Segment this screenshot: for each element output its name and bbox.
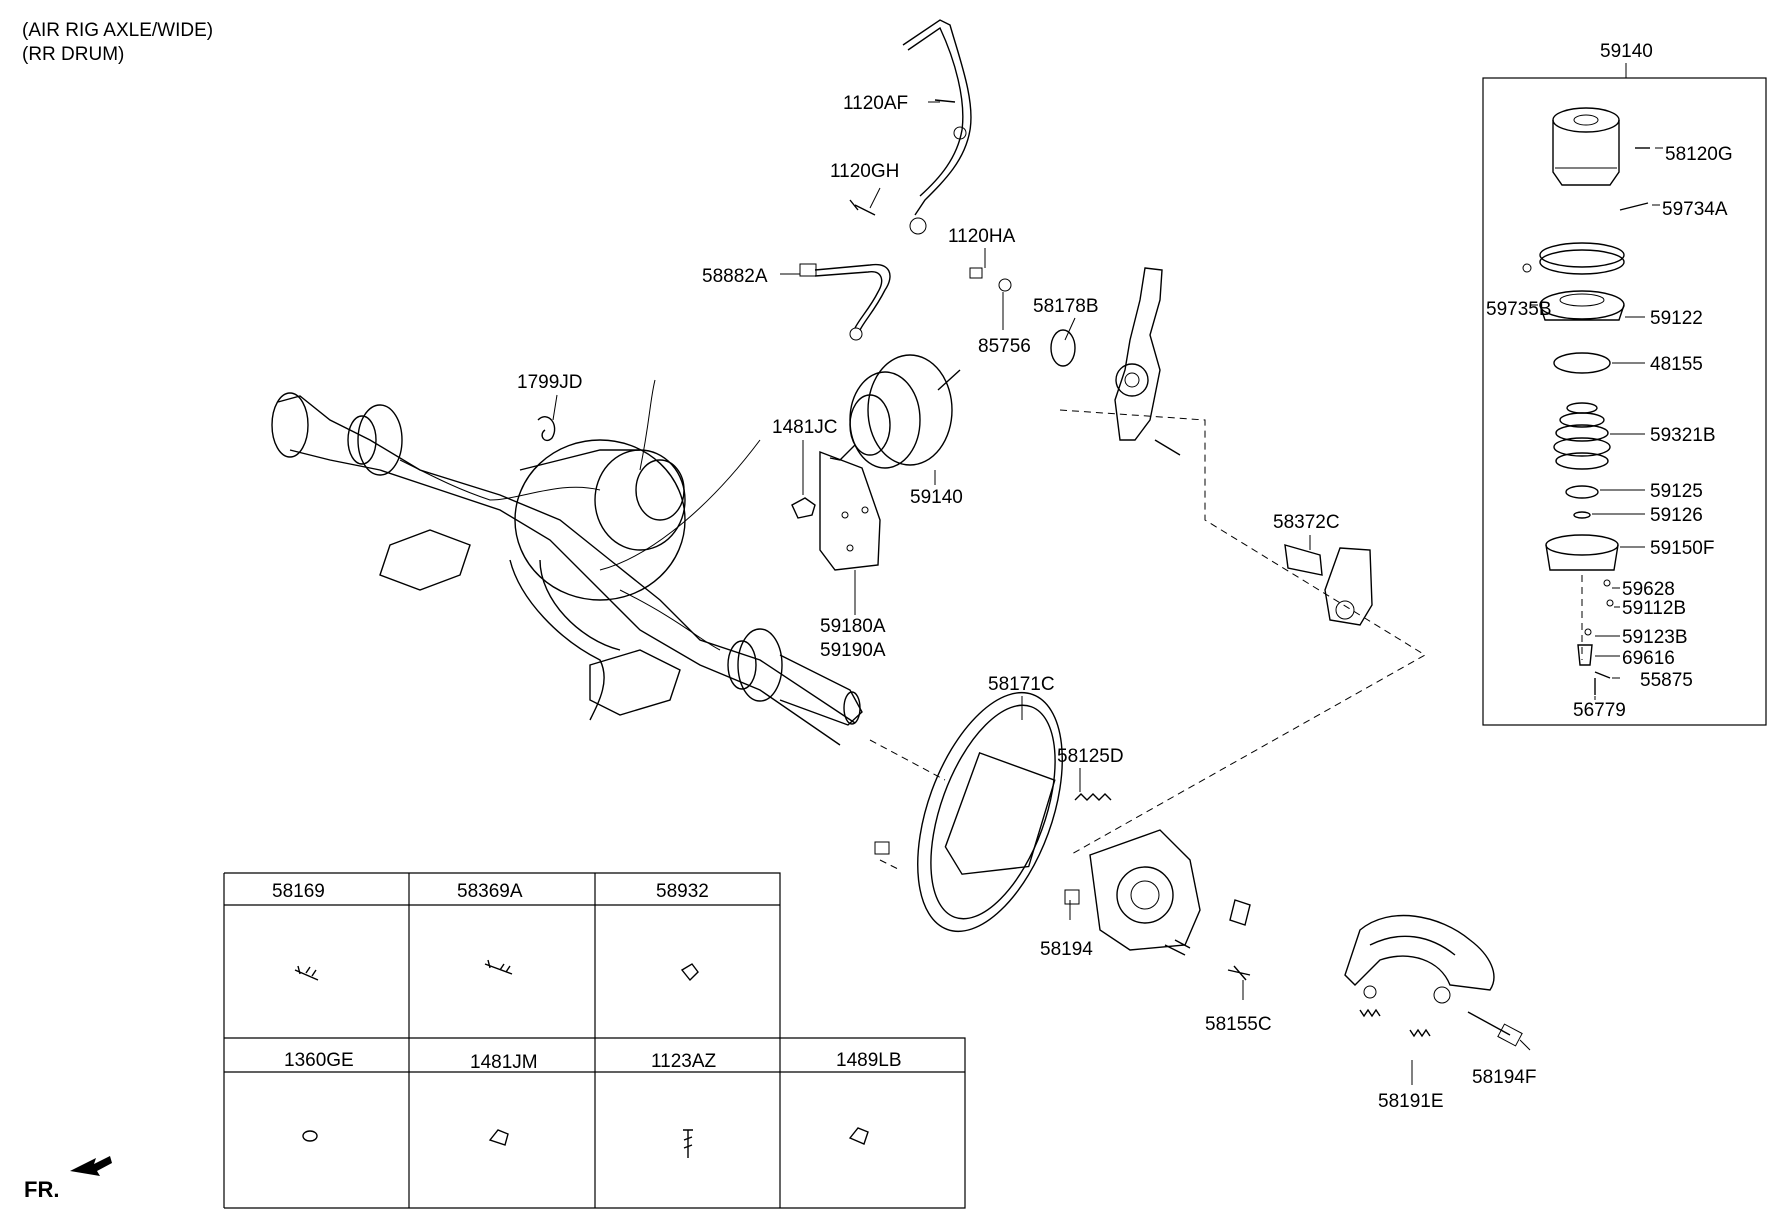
label-58171C: 58171C <box>988 674 1055 695</box>
label-58372C: 58372C <box>1273 512 1340 533</box>
label-58194F: 58194F <box>1472 1067 1536 1088</box>
label-1120GH: 1120GH <box>830 161 899 182</box>
label-1120AF: 1120AF <box>843 93 908 114</box>
dashed-relations <box>869 409 1426 871</box>
inset-label-59735B: 59735B <box>1486 299 1552 320</box>
label-1481JC: 1481JC <box>772 417 838 438</box>
inset-frame <box>1482 77 1767 726</box>
axle-housing <box>271 379 863 746</box>
header-line-1: (AIR RIG AXLE/WIDE) <box>22 20 213 41</box>
label-58125D: 58125D <box>1057 746 1124 767</box>
brake-shoe <box>1344 914 1523 1047</box>
inset-59140: 59140 <box>1482 41 1767 726</box>
brake-spider <box>1064 829 1251 981</box>
inset-label-59321B: 59321B <box>1650 425 1716 446</box>
clip-1481JC-part <box>791 497 816 519</box>
inset-label-59628: 59628 <box>1622 579 1675 600</box>
inset-label-59123B: 59123B <box>1622 627 1688 648</box>
label-58191E: 58191E <box>1378 1091 1444 1112</box>
nut-icon <box>302 1130 318 1142</box>
clip-1799JD-part <box>537 416 556 442</box>
label-58155C: 58155C <box>1205 1014 1272 1035</box>
inset-label-48155: 48155 <box>1650 354 1703 375</box>
inset-label-55875: 55875 <box>1640 670 1693 691</box>
inset-label-58120G: 58120G <box>1665 144 1733 165</box>
leader-lines <box>552 101 1531 1085</box>
table-cell-1123AZ: 1123AZ <box>651 1051 717 1072</box>
chamber-bracket <box>819 450 881 571</box>
inset-label-59122: 59122 <box>1650 308 1703 329</box>
part-labels: 1120AF 1120GH 1120HA 58882A 58178B 85756… <box>517 93 1536 1112</box>
table-cell-1360GE: 1360GE <box>284 1050 354 1071</box>
bolt-icon <box>484 959 513 975</box>
hardware-table: 58169 58369A 58932 1360GE 1481JM 1123AZ … <box>223 872 966 1209</box>
label-1120HA: 1120HA <box>948 226 1016 247</box>
inset-title: 59140 <box>1600 41 1653 62</box>
small-hardware <box>849 99 1076 367</box>
arrow-icon <box>70 1156 112 1176</box>
inset-label-59125: 59125 <box>1650 481 1703 502</box>
inset-label-59150F: 59150F <box>1650 538 1714 559</box>
table-cell-58369A: 58369A <box>457 881 523 902</box>
backing-plate-58171C <box>874 691 1063 933</box>
label-58194: 58194 <box>1040 939 1093 960</box>
front-label: FR. <box>24 1177 59 1202</box>
header-line-2: (RR DRUM) <box>22 44 124 65</box>
label-1799JD: 1799JD <box>517 372 583 393</box>
brake-hose-58882A <box>799 263 891 341</box>
screw-icon <box>683 1129 693 1158</box>
clip-icon <box>488 1129 509 1146</box>
label-59190A: 59190A <box>820 640 886 661</box>
label-59140-center: 59140 <box>910 487 963 508</box>
spring-58125D <box>1074 793 1112 801</box>
table-cell-58932: 58932 <box>656 881 709 902</box>
label-59180A: 59180A <box>820 616 886 637</box>
slack-adjuster <box>1114 267 1181 456</box>
clip-icon <box>680 963 699 982</box>
front-direction-indicator: FR. <box>24 1156 112 1202</box>
brake-hose-upper <box>902 19 972 235</box>
inset-label-59734A: 59734A <box>1662 199 1728 220</box>
brake-chamber-59140 <box>829 354 961 469</box>
bracket-58372C <box>1284 544 1373 626</box>
table-cell-1489LB: 1489LB <box>836 1050 902 1071</box>
clip-icon <box>848 1127 869 1145</box>
label-85756: 85756 <box>978 336 1031 357</box>
label-58178B: 58178B <box>1033 296 1099 317</box>
inset-label-56779: 56779 <box>1573 700 1626 721</box>
inset-label-69616: 69616 <box>1622 648 1675 669</box>
table-cell-1481JM: 1481JM <box>470 1052 538 1073</box>
inset-label-59112B: 59112B <box>1622 598 1686 619</box>
table-cell-58169: 58169 <box>272 881 325 902</box>
inset-label-59126: 59126 <box>1650 505 1703 526</box>
label-58882A: 58882A <box>702 266 768 287</box>
bolt-icon <box>294 965 319 981</box>
